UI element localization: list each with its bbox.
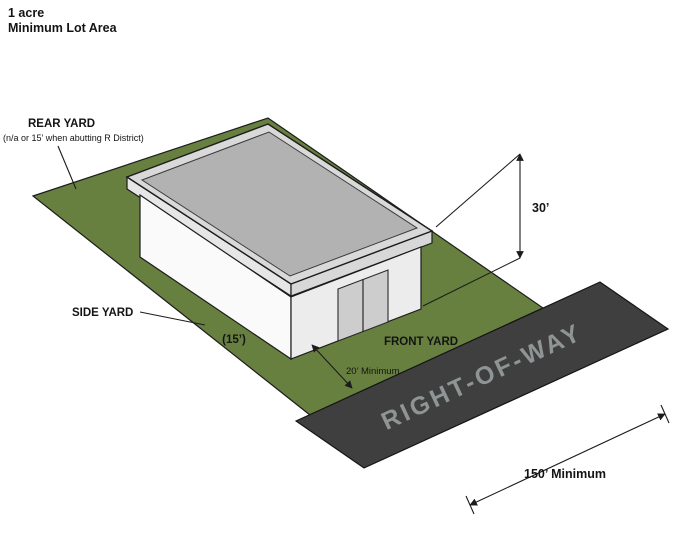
side-yard-dimension: (15’) [222, 334, 246, 346]
frontage-tick-left [465, 495, 475, 515]
frontage-tick-right [660, 404, 670, 424]
building-roof-top [140, 131, 419, 277]
side-yard-label: SIDE YARD [72, 307, 133, 319]
rear-yard-leader-line [57, 145, 77, 190]
front-yard-label: FRONT YARD [384, 336, 458, 348]
frontage-dimension-line [469, 413, 666, 506]
side-yard-leader-line [139, 311, 206, 326]
title-lot-size: 1 acre [8, 6, 44, 20]
frontage-dimension-label: 150’ Minimum [524, 467, 606, 481]
height-extension-bottom [422, 257, 521, 307]
title-min-lot-area: Minimum Lot Area [8, 21, 118, 35]
rear-yard-note: (n/a or 15’ when abutting R District) [3, 133, 144, 143]
rear-yard-label: REAR YARD [28, 118, 95, 130]
front-setback-arrow [311, 344, 353, 389]
right-of-way-road [294, 281, 670, 469]
height-dimension-label: 30’ [532, 201, 549, 215]
front-setback-label: 20’ Minimum [346, 366, 400, 377]
height-extension-top [435, 153, 521, 228]
